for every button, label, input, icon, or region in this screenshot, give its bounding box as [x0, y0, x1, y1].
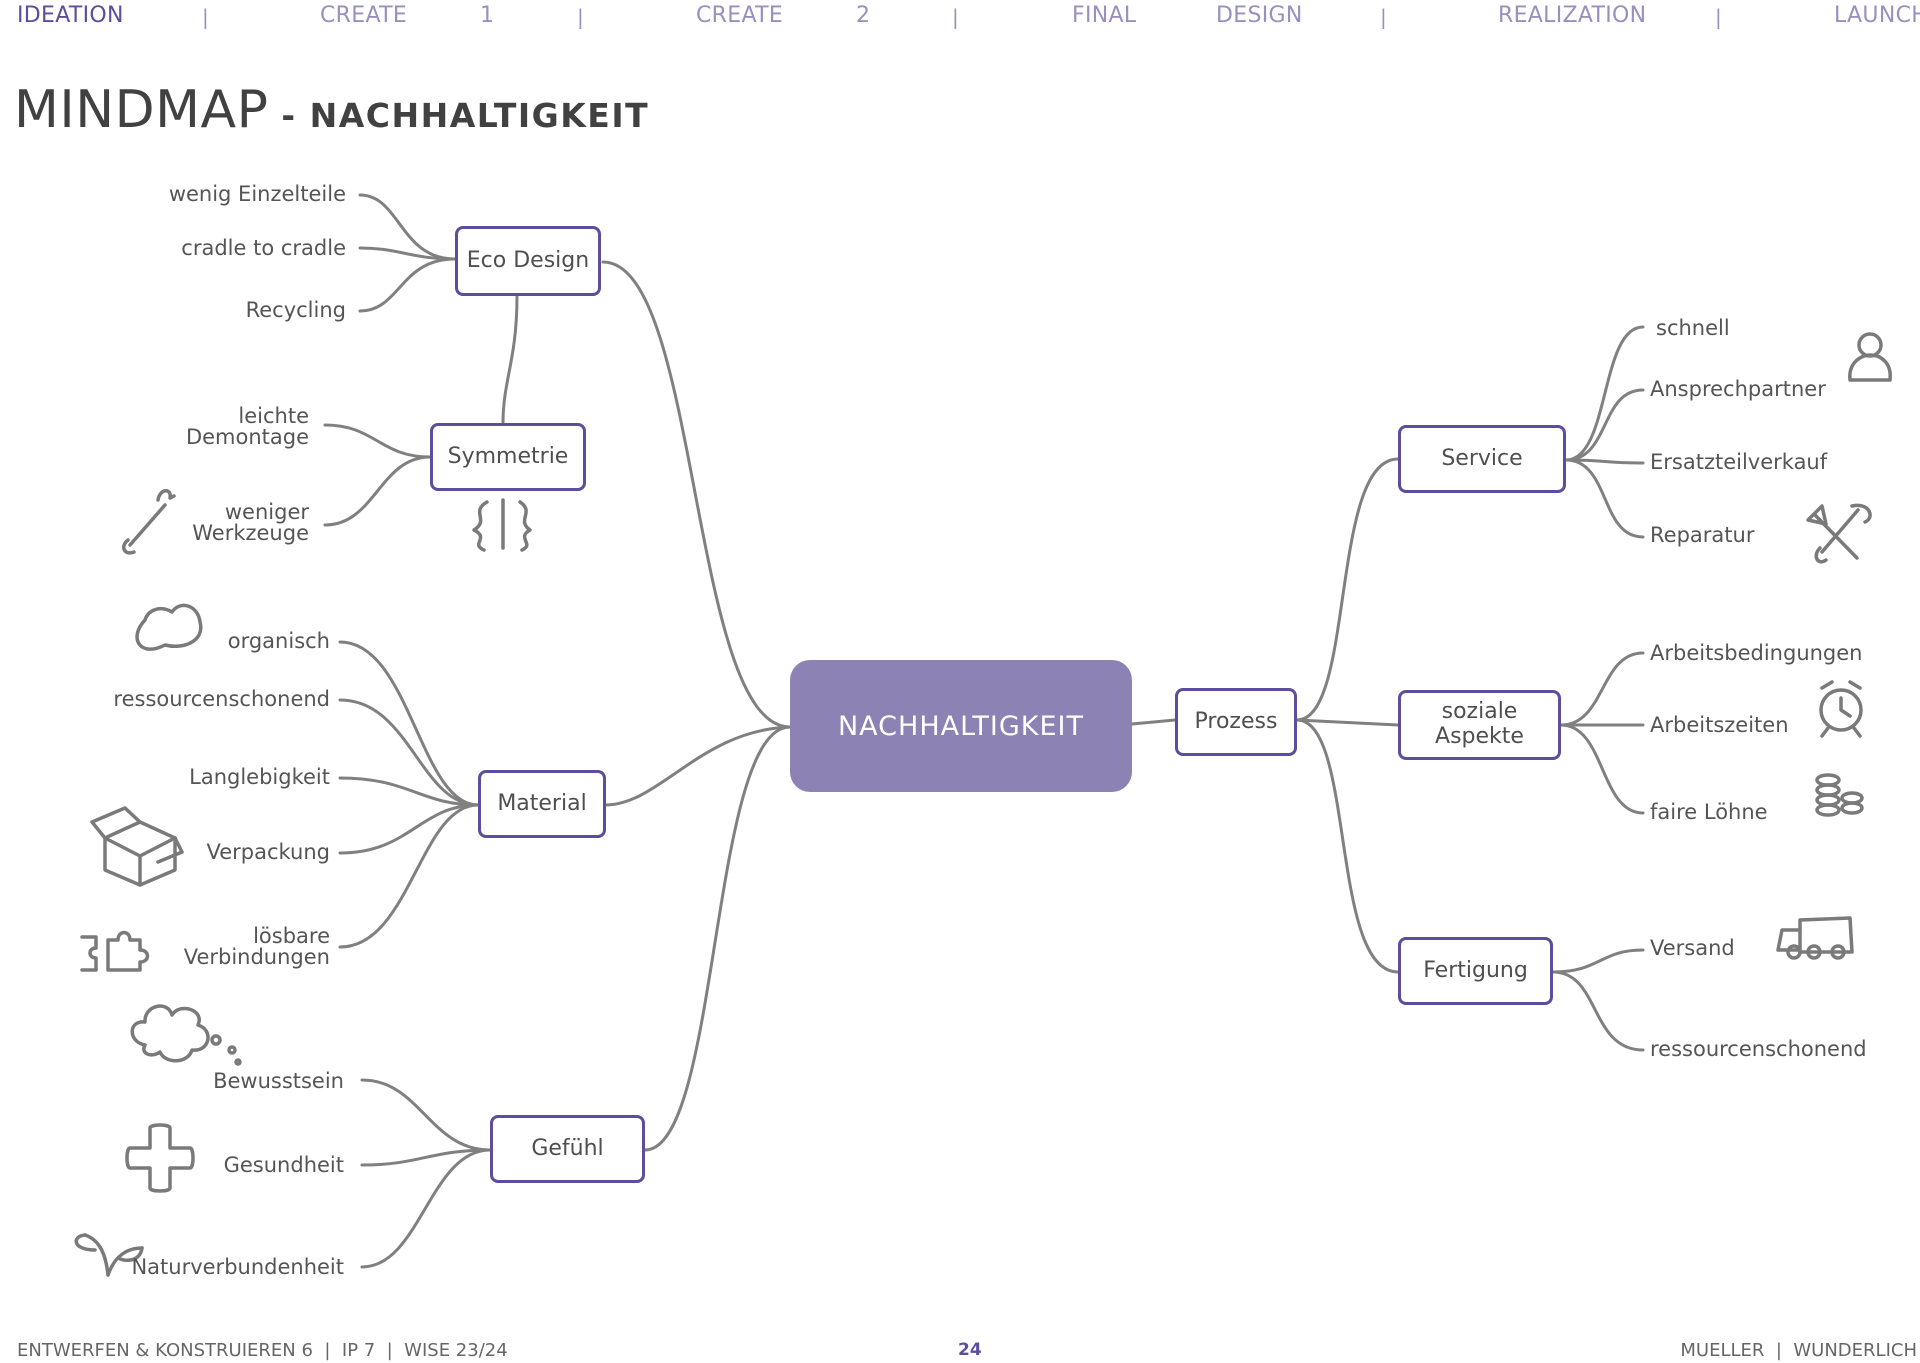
leaf-ressourcenschonend: ressourcenschonend — [113, 687, 330, 711]
footer-course-info: ENTWERFEN & KONSTRUIEREN 6 | IP 7 | WISE… — [17, 1340, 508, 1361]
node-symmetrie[interactable]: Symmetrie — [430, 423, 586, 491]
nav-item-launch[interactable]: LAUNCH — [1834, 3, 1920, 28]
node-fertigung[interactable]: Fertigung — [1398, 937, 1553, 1005]
nav-item-realization[interactable]: REALIZATION — [1498, 3, 1647, 28]
leaf-ressourcenschonend-fertigung: ressourcenschonend — [1650, 1037, 1867, 1061]
node-material[interactable]: Material — [478, 770, 606, 838]
node-service[interactable]: Service — [1398, 425, 1566, 493]
nav-item-create-2[interactable]: CREATE — [696, 3, 784, 28]
person-icon — [1848, 332, 1892, 382]
leaf-gesundheit: Gesundheit — [223, 1153, 344, 1177]
leaf-arbeitszeiten: Arbeitszeiten — [1650, 713, 1789, 737]
cloud-icon — [130, 1004, 242, 1066]
leaf-loesbare-verbindungen: lösbare Verbindungen — [183, 924, 330, 969]
coins-icon — [1815, 773, 1864, 817]
leaf-versand: Versand — [1650, 936, 1735, 960]
leaf-organisch: organisch — [227, 629, 330, 653]
node-soziale-aspekte[interactable]: soziale Aspekte — [1398, 690, 1561, 760]
phase-navigation: IDEATION | CREATE 1 | CREATE 2 | FINAL D… — [0, 0, 1920, 40]
leaf-reparatur: Reparatur — [1650, 523, 1755, 547]
leaf-schnell: schnell — [1656, 316, 1730, 340]
nav-item-design[interactable]: DESIGN — [1216, 3, 1303, 28]
leaf-wenig-einzelteile: wenig Einzelteile — [168, 182, 346, 206]
puzzle-icon — [80, 930, 150, 972]
alarm-clock-icon — [1819, 680, 1863, 738]
nav-separator: | — [1380, 5, 1387, 29]
nav-item-create-2-number[interactable]: 2 — [856, 3, 871, 28]
page-title: MINDMAP - NACHHALTIGKEIT — [14, 80, 649, 140]
nav-separator: | — [952, 5, 959, 29]
blob-icon — [135, 603, 203, 651]
truck-icon — [1776, 916, 1854, 960]
box-icon — [90, 806, 184, 887]
leaf-leichte-demontage: leichte Demontage — [185, 404, 309, 449]
footer-authors: MUELLER | WUNDERLICH — [1680, 1340, 1917, 1361]
leaf-verpackung: Verpackung — [206, 840, 331, 864]
leaf-bewusstsein: Bewusstsein — [213, 1069, 344, 1093]
cross-icon — [125, 1123, 195, 1193]
leaf-ersatzteilverkauf: Ersatzteilverkauf — [1650, 450, 1828, 474]
nav-separator: | — [577, 5, 584, 29]
node-prozess[interactable]: Prozess — [1175, 688, 1297, 756]
page-title-sub: - NACHHALTIGKEIT — [268, 96, 650, 135]
page-title-main: MINDMAP — [14, 80, 269, 140]
center-node[interactable]: NACHHALTIGKEIT — [790, 660, 1132, 792]
leaf-ansprechpartner: Ansprechpartner — [1650, 377, 1826, 401]
tools-icon — [1806, 503, 1872, 564]
leaf-arbeitsbedingungen: Arbeitsbedingungen — [1650, 641, 1863, 665]
page-number: 24 — [958, 1340, 982, 1360]
symmetry-icon — [472, 498, 532, 552]
leaf-weniger-werkzeuge: weniger Werkzeuge — [192, 500, 309, 545]
leaf-recycling: Recycling — [245, 298, 346, 322]
leaf-faire-loehne: faire Löhne — [1650, 800, 1768, 824]
nav-item-final[interactable]: FINAL — [1072, 3, 1137, 28]
wrench-icon — [122, 489, 176, 555]
leaf-cradle-to-cradle: cradle to cradle — [181, 236, 346, 260]
nav-separator: | — [1715, 5, 1722, 29]
node-eco-design[interactable]: Eco Design — [455, 226, 601, 296]
nav-item-ideation[interactable]: IDEATION — [17, 3, 124, 28]
nav-item-create[interactable]: CREATE — [320, 3, 408, 28]
nav-separator: | — [202, 5, 209, 29]
node-gefuehl[interactable]: Gefühl — [490, 1115, 645, 1183]
leaf-langlebigkeit: Langlebigkeit — [189, 765, 330, 789]
leaf-naturverbundenheit: Naturverbundenheit — [131, 1255, 344, 1279]
sprout-icon — [74, 1233, 144, 1277]
nav-item-create-number[interactable]: 1 — [480, 3, 495, 28]
